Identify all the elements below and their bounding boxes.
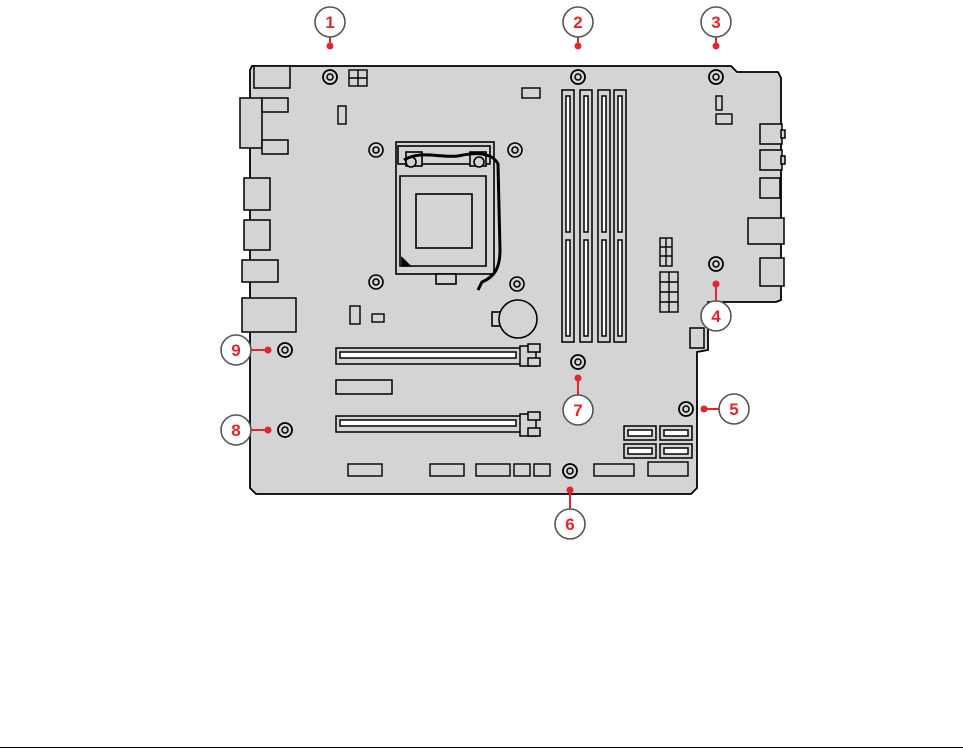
callout-number: 3 (711, 13, 720, 32)
callout-dot (713, 281, 720, 288)
callout-dot (575, 375, 582, 382)
callout-number: 7 (573, 401, 582, 420)
callout-dot (701, 406, 708, 413)
callout-number: 5 (729, 400, 738, 419)
callout-dot (567, 487, 574, 494)
callout-dot (265, 427, 272, 434)
callout-number: 6 (565, 515, 574, 534)
callout-dot (265, 347, 272, 354)
callout-dot (713, 43, 720, 50)
callout-number: 8 (231, 421, 240, 440)
bottom-rule (0, 747, 963, 748)
cpu-socket (396, 142, 494, 284)
callout-number: 4 (711, 307, 721, 326)
callout-number: 1 (325, 13, 334, 32)
callout-number: 2 (573, 13, 582, 32)
callout-dot (575, 43, 582, 50)
callout-dot (327, 43, 334, 50)
callout-number: 9 (231, 341, 240, 360)
